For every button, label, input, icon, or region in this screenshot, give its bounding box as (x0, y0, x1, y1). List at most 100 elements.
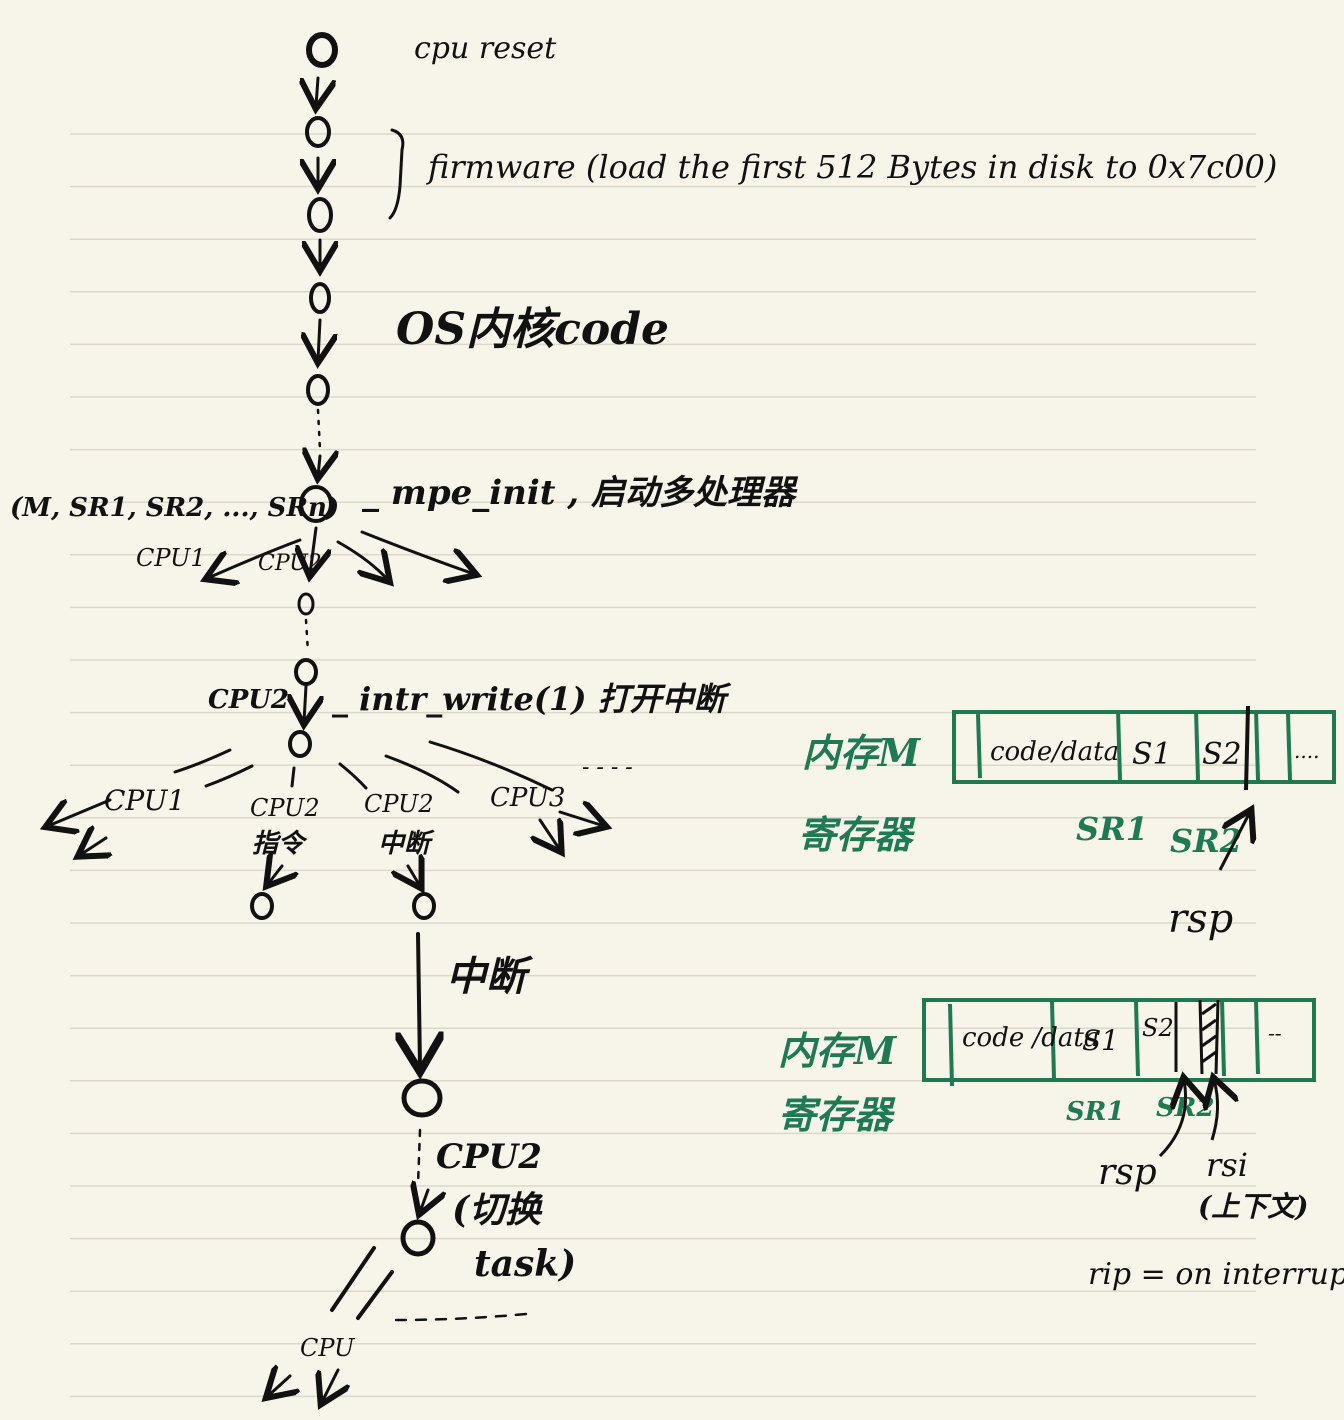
branch-stroke (330, 1246, 376, 1312)
stack-pointer-mark (1244, 705, 1250, 791)
cell-divider (1254, 709, 1260, 781)
branch-arrow-cpu1 (48, 798, 112, 826)
rsi-arrow (1212, 1080, 1218, 1141)
ellipsis: - - - - (582, 755, 633, 780)
branch-arrow-cpu2 (310, 526, 316, 574)
memory-strip (922, 998, 1316, 1082)
state-chain (48, 32, 604, 1402)
sr1-label: SR1 (1076, 810, 1148, 848)
cpu2-instr-top: CPU2 (250, 794, 320, 822)
switch-task-top: (切换 (452, 1189, 543, 1231)
flow-labels: cpu reset firmware (load the first 512 B… (10, 31, 1277, 1362)
cell-s1: S1 (1132, 737, 1172, 772)
reg-label: 寄存器 (798, 812, 916, 857)
branch-arrow-cpu1-b (80, 838, 106, 855)
arrow (420, 1190, 428, 1212)
memory-diagram-top: 内存M 寄存器 code/data S1 S2 .... SR1 SR2 rsp (798, 705, 1336, 942)
cpu2-after: CPU2 (436, 1137, 542, 1177)
cell-divider (1134, 1001, 1140, 1077)
state-node (307, 197, 333, 233)
dotted-line (316, 408, 322, 452)
branch-arrow (558, 812, 604, 826)
rsp-arrow (1218, 812, 1250, 871)
cell-divider (1220, 999, 1226, 1077)
cell-divider (948, 1003, 954, 1087)
branch-arrow (540, 820, 560, 850)
cell-s2: S2 (1142, 1014, 1174, 1042)
state-node (400, 1219, 436, 1257)
cell-divider (1254, 999, 1260, 1075)
arrow (318, 456, 320, 476)
cell-s1: S1 (1082, 1024, 1119, 1057)
hatch (1201, 1002, 1217, 1064)
state-node (299, 485, 333, 523)
branch-stroke (290, 766, 296, 788)
branch-cpu2: CPU2 (258, 551, 322, 576)
state-node (306, 32, 338, 68)
dotted-line (416, 1128, 422, 1187)
state-node (305, 116, 331, 148)
cell-more: .... (1294, 739, 1319, 763)
branch-stroke (338, 762, 368, 790)
os-kernel-label: OS内核code (396, 304, 669, 355)
cpu2-label: CPU2 (208, 685, 289, 715)
arrow (322, 1368, 338, 1402)
sr1-label: SR1 (1066, 1097, 1124, 1127)
interrupt-label: 中断 (446, 953, 534, 1000)
branch-arrow (336, 540, 388, 580)
cell-divider (1286, 713, 1292, 781)
reset-label: cpu reset (414, 31, 557, 66)
cell-divider (1194, 709, 1200, 781)
state-node (288, 730, 312, 758)
state-node (309, 282, 331, 314)
state-tuple: (M, SR1, SR2, ..., SRn) (10, 493, 339, 523)
memory-strip (952, 710, 1336, 784)
cell-divider (1050, 1001, 1056, 1079)
cell-s2: S2 (1202, 737, 1242, 772)
rsp-arrow (1158, 1080, 1186, 1158)
dotted-line (394, 1312, 528, 1322)
branch-stroke (356, 1270, 394, 1320)
state-node (297, 592, 315, 616)
mem-label: 内存M (778, 1028, 897, 1073)
cpu1-bottom: CPU1 (104, 784, 185, 817)
branch-stroke (173, 748, 232, 774)
dotted-line (304, 618, 310, 654)
cpu2-intr-top: CPU2 (364, 790, 434, 818)
cpu2-instr-bottom: 指令 (252, 829, 308, 859)
state-node (294, 658, 318, 686)
mem-label: 内存M (802, 730, 921, 775)
interrupt-arrow (418, 932, 420, 1068)
arrow-intr (408, 866, 420, 886)
cell-divider (976, 713, 982, 779)
rip-note: rip = on interrupt (1088, 1257, 1344, 1292)
branch-stroke (384, 754, 460, 794)
arrow (304, 684, 306, 722)
rsi-label: rsi (1206, 1146, 1248, 1184)
sp-mark (1214, 999, 1220, 1075)
cpu-final: CPU (300, 1334, 355, 1362)
branch-stroke (428, 740, 554, 792)
state-node (401, 1078, 443, 1118)
cell-divider (1116, 709, 1122, 781)
reg-label: 寄存器 (778, 1092, 896, 1137)
branch-stroke (204, 764, 254, 788)
arrow (318, 318, 320, 360)
cell-code-data: code /data (962, 1023, 1099, 1053)
branch-arrow (360, 530, 474, 574)
sr2-label: SR2 (1170, 822, 1242, 860)
firmware-label: firmware (load the first 512 Bytes in di… (426, 148, 1277, 186)
rsp-label: rsp (1098, 1152, 1157, 1193)
branch-cpu1: CPU1 (136, 544, 206, 572)
switch-task-bottom: task) (474, 1243, 576, 1285)
state-node (306, 374, 330, 406)
context-label: (上下文) (1198, 1190, 1309, 1223)
arrow-instr (268, 866, 282, 884)
firmware-brace (388, 128, 405, 220)
mpe-init-label: _ mpe_init , 启动多处理器 (362, 473, 799, 513)
cell-more: -- (1268, 1021, 1282, 1045)
memory-diagram-bottom: 内存M 寄存器 code /data S1 S2 -- SR1 SR2 rsp … (778, 998, 1344, 1292)
branch-arrow-cpu1 (208, 538, 302, 578)
